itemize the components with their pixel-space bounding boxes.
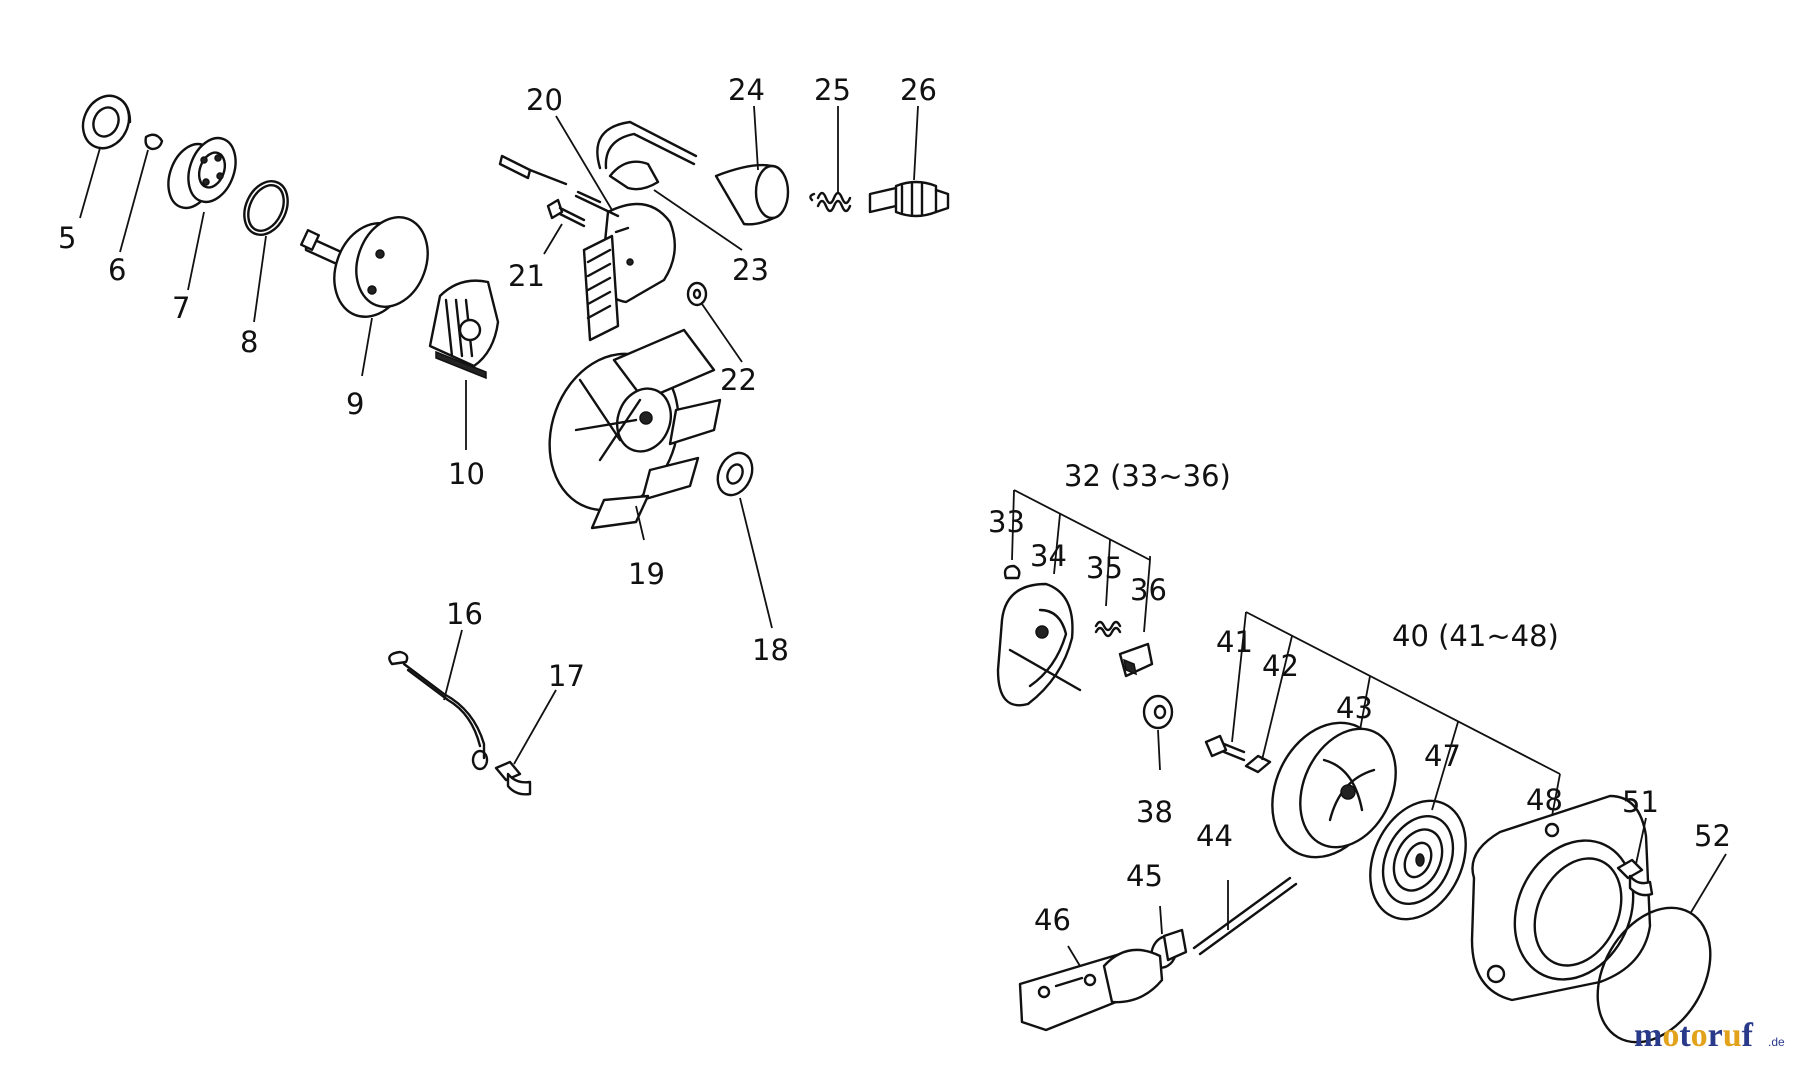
part-9-clutch-drum bbox=[299, 216, 429, 318]
part-33-clip bbox=[1003, 564, 1021, 580]
label-9: 9 bbox=[346, 387, 364, 421]
part-42-washer bbox=[1244, 754, 1272, 774]
label-32: 32 (33~36) bbox=[1064, 459, 1231, 493]
label-34: 34 bbox=[1030, 539, 1067, 573]
part-38-nut bbox=[1142, 694, 1174, 730]
label-8: 8 bbox=[240, 325, 258, 359]
label-24: 24 bbox=[728, 73, 765, 107]
label-22: 22 bbox=[720, 363, 757, 397]
part-24-plug-cap bbox=[714, 163, 790, 226]
label-7: 7 bbox=[172, 291, 190, 325]
part-45-bushing bbox=[1150, 928, 1188, 969]
part-16-ground-wire bbox=[388, 650, 489, 771]
label-47: 47 bbox=[1424, 739, 1461, 773]
label-10: 10 bbox=[448, 457, 485, 491]
watermark-logo: motoruf .de bbox=[1634, 1017, 1785, 1054]
label-6: 6 bbox=[108, 253, 126, 287]
part-26-spark-plug bbox=[868, 180, 950, 218]
label-16: 16 bbox=[446, 597, 483, 631]
label-52: 52 bbox=[1694, 819, 1731, 853]
label-45: 45 bbox=[1126, 859, 1163, 893]
label-17: 17 bbox=[548, 659, 585, 693]
label-18: 18 bbox=[752, 633, 789, 667]
part-46-handle bbox=[1018, 948, 1164, 1032]
label-5: 5 bbox=[58, 221, 76, 255]
label-38: 38 bbox=[1136, 795, 1173, 829]
watermark-suffix: .de bbox=[1768, 1035, 1785, 1049]
label-42: 42 bbox=[1262, 649, 1299, 683]
label-19: 19 bbox=[628, 557, 665, 591]
part-35-spring bbox=[1094, 620, 1122, 638]
part-labels: 5 6 7 8 9 10 20 21 22 23 24 25 26 19 18 … bbox=[58, 73, 1731, 937]
label-26: 26 bbox=[900, 73, 937, 107]
part-51-screw bbox=[1616, 858, 1654, 897]
watermark-text: motoruf bbox=[1634, 1017, 1754, 1054]
part-6-clip bbox=[144, 133, 164, 151]
label-41: 41 bbox=[1216, 625, 1253, 659]
label-33: 33 bbox=[988, 505, 1025, 539]
label-46: 46 bbox=[1034, 903, 1071, 937]
part-17-screw bbox=[494, 760, 532, 796]
part-47-recoil-spring bbox=[1369, 799, 1467, 921]
part-10-clutch bbox=[428, 279, 500, 380]
part-18-washer bbox=[716, 451, 754, 497]
label-43: 43 bbox=[1336, 691, 1373, 725]
part-25-spring bbox=[809, 191, 852, 213]
label-23: 23 bbox=[732, 253, 769, 287]
leader-lines bbox=[79, 105, 1727, 967]
label-51: 51 bbox=[1622, 785, 1659, 819]
part-20-ignition-coil bbox=[498, 120, 698, 342]
part-7-bearing bbox=[167, 136, 237, 210]
label-35: 35 bbox=[1086, 551, 1123, 585]
part-48-starter-case bbox=[1470, 794, 1652, 1002]
label-48: 48 bbox=[1526, 783, 1563, 817]
part-41-screw bbox=[1204, 734, 1246, 762]
part-5-seal bbox=[81, 94, 132, 150]
part-34-starter-pawl-assy bbox=[996, 582, 1082, 707]
label-44: 44 bbox=[1196, 819, 1233, 853]
part-22-washer bbox=[686, 281, 708, 307]
label-25: 25 bbox=[814, 73, 851, 107]
part-19-flywheel bbox=[548, 328, 722, 530]
label-21: 21 bbox=[508, 259, 545, 293]
part-21-screw bbox=[546, 198, 586, 228]
label-40: 40 (41~48) bbox=[1392, 619, 1559, 653]
part-8-circlip bbox=[243, 180, 289, 236]
part-43-pulley bbox=[1271, 721, 1397, 859]
label-20: 20 bbox=[526, 83, 563, 117]
label-36: 36 bbox=[1130, 573, 1167, 607]
part-36-pawl bbox=[1118, 642, 1154, 678]
part-44-rope bbox=[1192, 876, 1298, 956]
